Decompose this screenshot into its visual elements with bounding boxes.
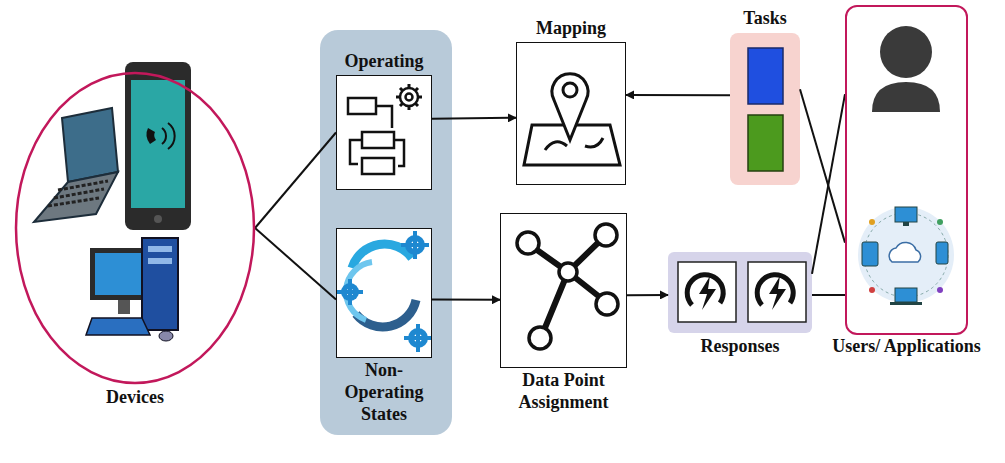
icon-ground [336,228,432,358]
response-icon [678,262,806,322]
cycle-icon [337,231,432,352]
icon-ground [336,75,432,190]
stage-box: Tasks [730,33,800,185]
devices-illustration [34,62,191,341]
connector [432,117,516,120]
network-icon [517,224,618,349]
person-icon [872,26,940,112]
ellipse-outline [15,72,255,384]
node-label: Data Point Assignment [494,370,634,414]
task-block [748,48,783,104]
connector [626,94,730,96]
tasks-panel [730,33,800,185]
node-label: Non-Operating States [332,360,436,426]
icon-ground [516,42,626,185]
icon-ground [500,213,627,368]
stage-box: Operating [336,75,432,190]
states-panel [320,30,452,435]
users-ground [846,6,967,334]
connector [812,94,845,274]
node-label: Responses [670,336,810,358]
map-icon [524,74,620,165]
connector [432,299,500,301]
stage-box: Responses [668,252,812,333]
node-label: Mapping [506,18,636,40]
stage-box: Data Point Assignment [500,213,627,368]
task-block [748,115,783,171]
connector [255,133,336,229]
node-label: Tasks [720,8,810,30]
process-icon [348,84,422,174]
responses-panel [668,252,812,333]
applications-icon [858,207,954,305]
stage-box: Users/ Applications [845,5,968,335]
connector [812,294,845,296]
node-label: Operating [319,51,449,73]
node-label: Devices [70,387,200,409]
connector [627,294,668,296]
stage-box: Non-Operating States [336,228,432,358]
stage-box: Mapping [516,42,626,185]
connector [255,228,336,300]
node-label: Users/ Applications [807,336,1005,358]
device-ellipse: Devices [15,72,255,384]
